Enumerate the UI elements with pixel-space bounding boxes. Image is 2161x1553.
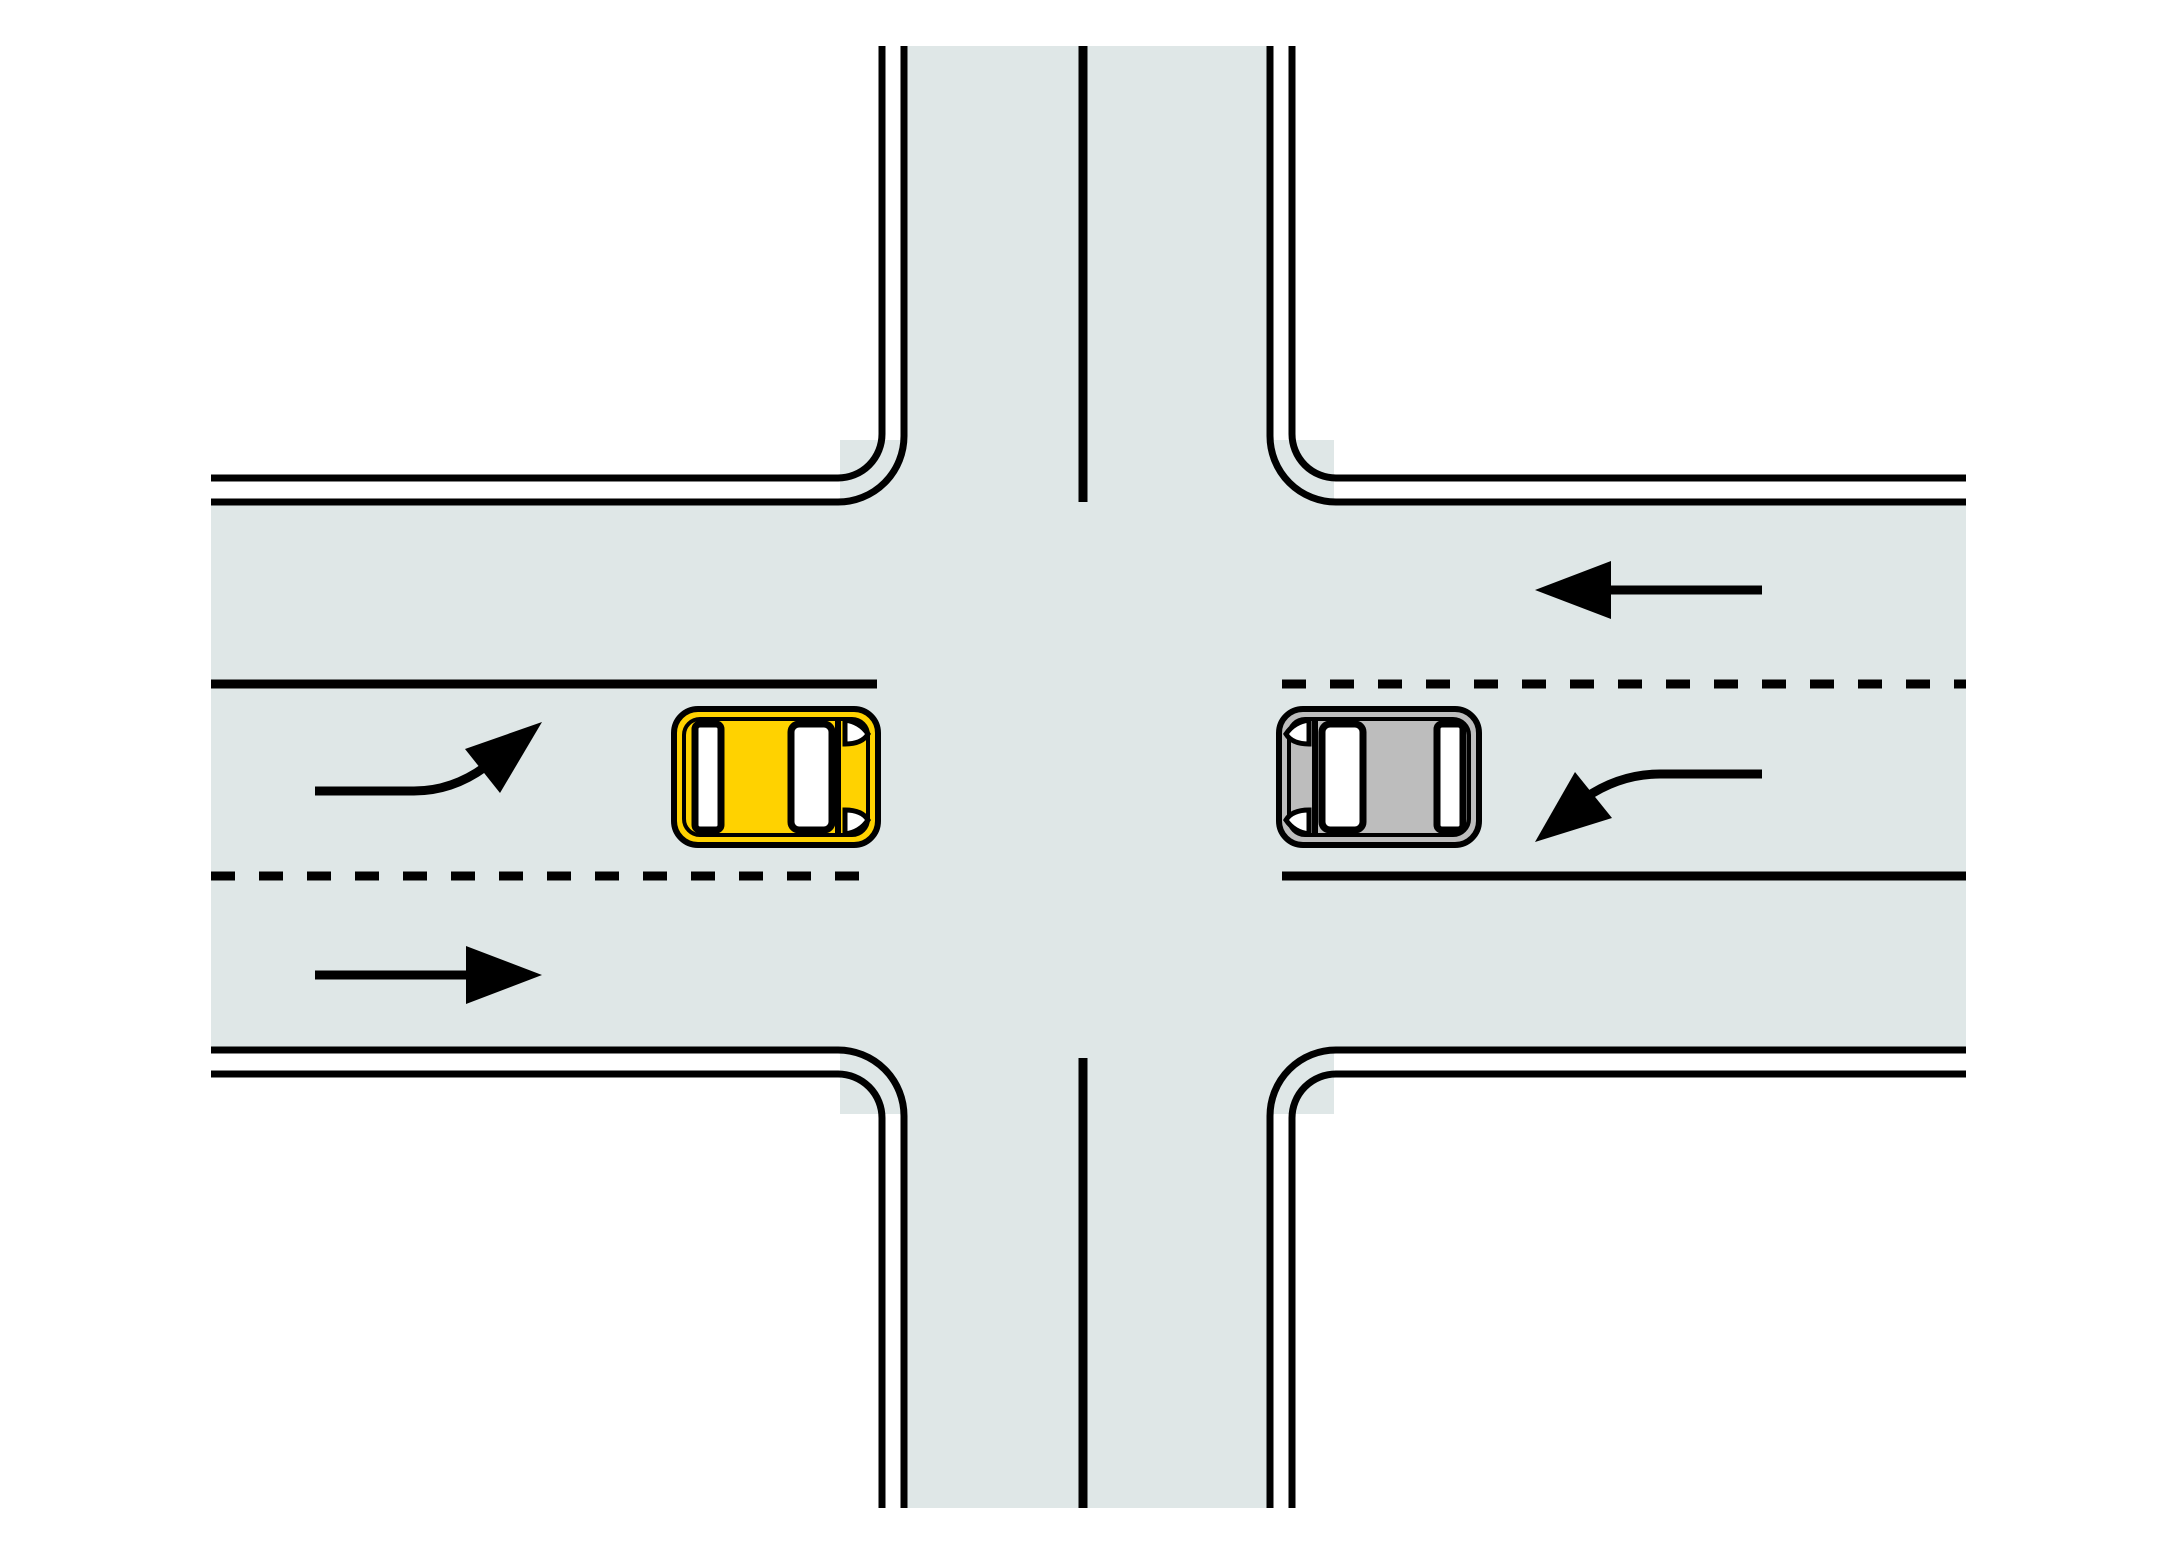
headlight-left	[1283, 717, 1312, 747]
rear-window	[1433, 720, 1467, 834]
curb-sw-outer	[211, 1070, 886, 1508]
curb-nw-outer	[211, 46, 886, 482]
arrow-east-bear-left	[315, 722, 542, 796]
lane-arrows	[315, 561, 1762, 1004]
curbs	[211, 46, 1966, 1508]
curb-ne-inner	[1266, 46, 1966, 506]
yellow-car	[671, 706, 881, 848]
headlight-left	[842, 717, 871, 747]
rear-window	[691, 720, 725, 834]
arrow-west-straight	[1535, 561, 1762, 619]
front-window	[1318, 720, 1367, 834]
car-body-inner	[682, 717, 870, 837]
curb-ne-outer	[1288, 46, 1966, 482]
arrow-west-bear-left	[1535, 769, 1762, 842]
arrow-east-straight	[315, 946, 542, 1004]
front-window	[787, 720, 836, 834]
curb-nw-inner	[211, 46, 908, 506]
lane-markings	[211, 46, 1966, 1508]
headlight-right	[842, 807, 871, 837]
curb-se-inner	[1266, 1046, 1966, 1508]
curb-sw-inner	[211, 1046, 908, 1508]
gray-car	[1276, 706, 1482, 848]
car-body-inner	[1287, 717, 1471, 837]
headlight-right	[1283, 807, 1312, 837]
curb-se-outer	[1288, 1070, 1966, 1508]
